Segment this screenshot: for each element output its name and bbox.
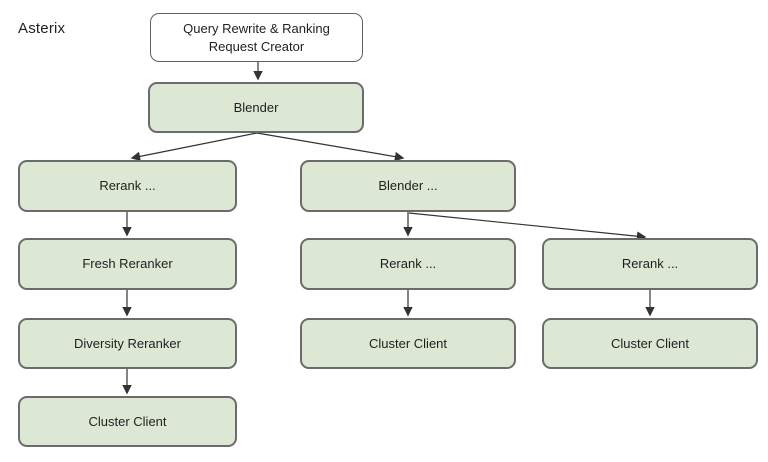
- node-cluster-client-left: Cluster Client: [18, 396, 237, 447]
- node-label: Query Rewrite & Ranking Request Creator: [183, 20, 330, 54]
- edge-blender-to-blender-sub: [256, 132, 405, 162]
- edge-blender-sub-to-rerank-right: [408, 212, 647, 241]
- node-label: Cluster Client: [368, 335, 448, 351]
- node-label: Cluster Client: [610, 335, 690, 351]
- node-label: Rerank ...: [379, 256, 437, 272]
- node-label: Rerank ...: [621, 256, 679, 272]
- node-cluster-client-right: Cluster Client: [542, 318, 758, 369]
- node-query-rewrite-ranking-request-creator: Query Rewrite & Ranking Request Creator: [150, 13, 363, 62]
- node-blender: Blender: [148, 82, 364, 133]
- node-cluster-client-mid: Cluster Client: [300, 318, 516, 369]
- node-label: Rerank ...: [99, 178, 156, 194]
- diagram-title: Asterix: [18, 20, 66, 37]
- node-fresh-reranker: Fresh Reranker: [18, 238, 237, 290]
- node-label: Diversity Reranker: [74, 335, 181, 351]
- edge-blender-to-rerank-left: [130, 132, 258, 162]
- node-label: Fresh Reranker: [82, 256, 173, 272]
- node-diversity-reranker: Diversity Reranker: [18, 318, 237, 369]
- node-rerank-left: Rerank ...: [18, 160, 237, 212]
- node-label: Blender ...: [378, 178, 438, 194]
- node-label: Blender: [233, 99, 279, 115]
- node-rerank-mid: Rerank ...: [300, 238, 516, 290]
- node-rerank-right: Rerank ...: [542, 238, 758, 290]
- node-label: Cluster Client: [88, 413, 167, 429]
- node-blender-sub: Blender ...: [300, 160, 516, 212]
